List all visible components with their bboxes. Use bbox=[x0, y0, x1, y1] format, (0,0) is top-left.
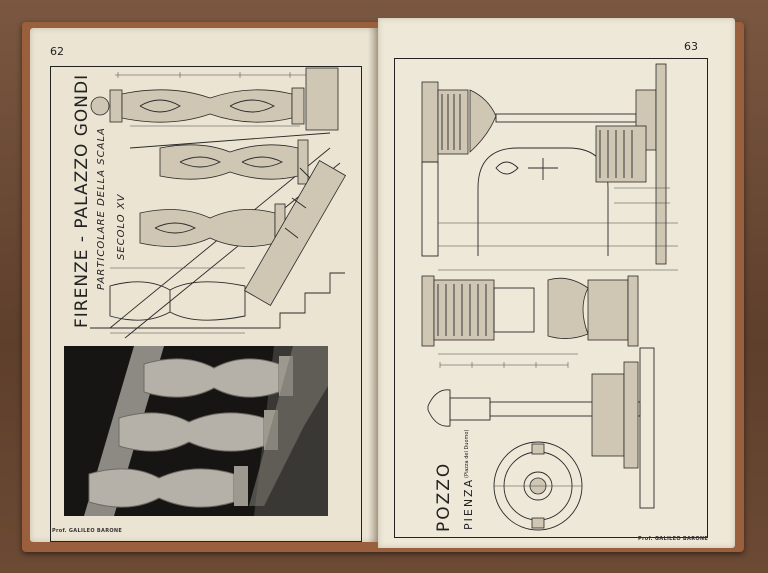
right-page-note: (Piazza del Duomo) bbox=[464, 429, 470, 478]
right-page-title: POZZO bbox=[434, 461, 454, 532]
left-page-number: 62 bbox=[50, 45, 64, 58]
right-page: 63 bbox=[378, 18, 735, 548]
balustrade-drawing bbox=[90, 67, 347, 339]
right-page-footer: Prof. GALILEO BARONE bbox=[638, 536, 709, 542]
right-page-number: 63 bbox=[684, 40, 698, 53]
left-page: 62 FIRENZE - PALAZZO GONDI PARTICOLARE D… bbox=[30, 28, 378, 542]
right-page-frame bbox=[394, 58, 708, 538]
left-page-frame bbox=[50, 66, 362, 542]
left-page-footer: Prof. GALILEO BARONE bbox=[52, 528, 123, 534]
right-page-place: PIENZA bbox=[462, 477, 475, 530]
photo-balusters bbox=[64, 346, 328, 516]
well-drawing bbox=[421, 63, 678, 531]
